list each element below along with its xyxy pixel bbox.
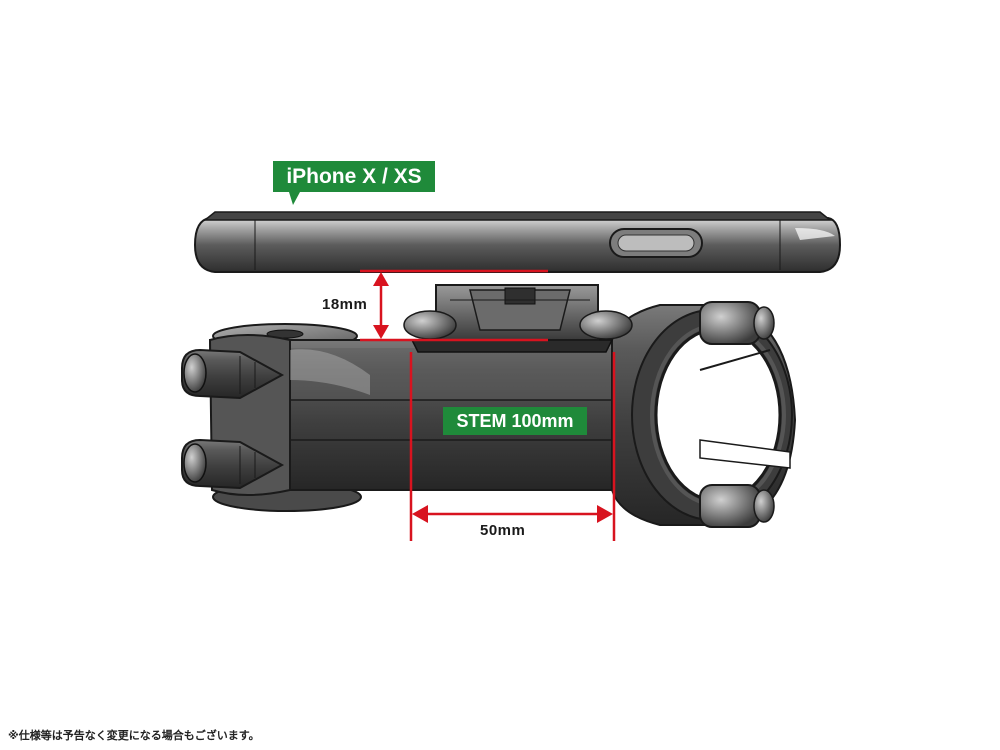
footnote: ※仕様等は予告なく変更になる場合もございます。 <box>8 729 260 742</box>
phone-mount <box>403 284 633 353</box>
phone-model-label: iPhone X / XS <box>286 165 422 188</box>
mount-width-label: 50mm <box>480 522 526 539</box>
phone-badge-shape <box>273 161 435 205</box>
stem-badge-shape <box>443 407 587 435</box>
mount-height-label: 18mm <box>322 296 368 313</box>
dimension-lines <box>360 269 616 541</box>
stem-length-label: STEM 100mm <box>456 411 574 431</box>
handlebar-clamp <box>611 301 797 528</box>
iphone-side-view <box>193 211 842 273</box>
